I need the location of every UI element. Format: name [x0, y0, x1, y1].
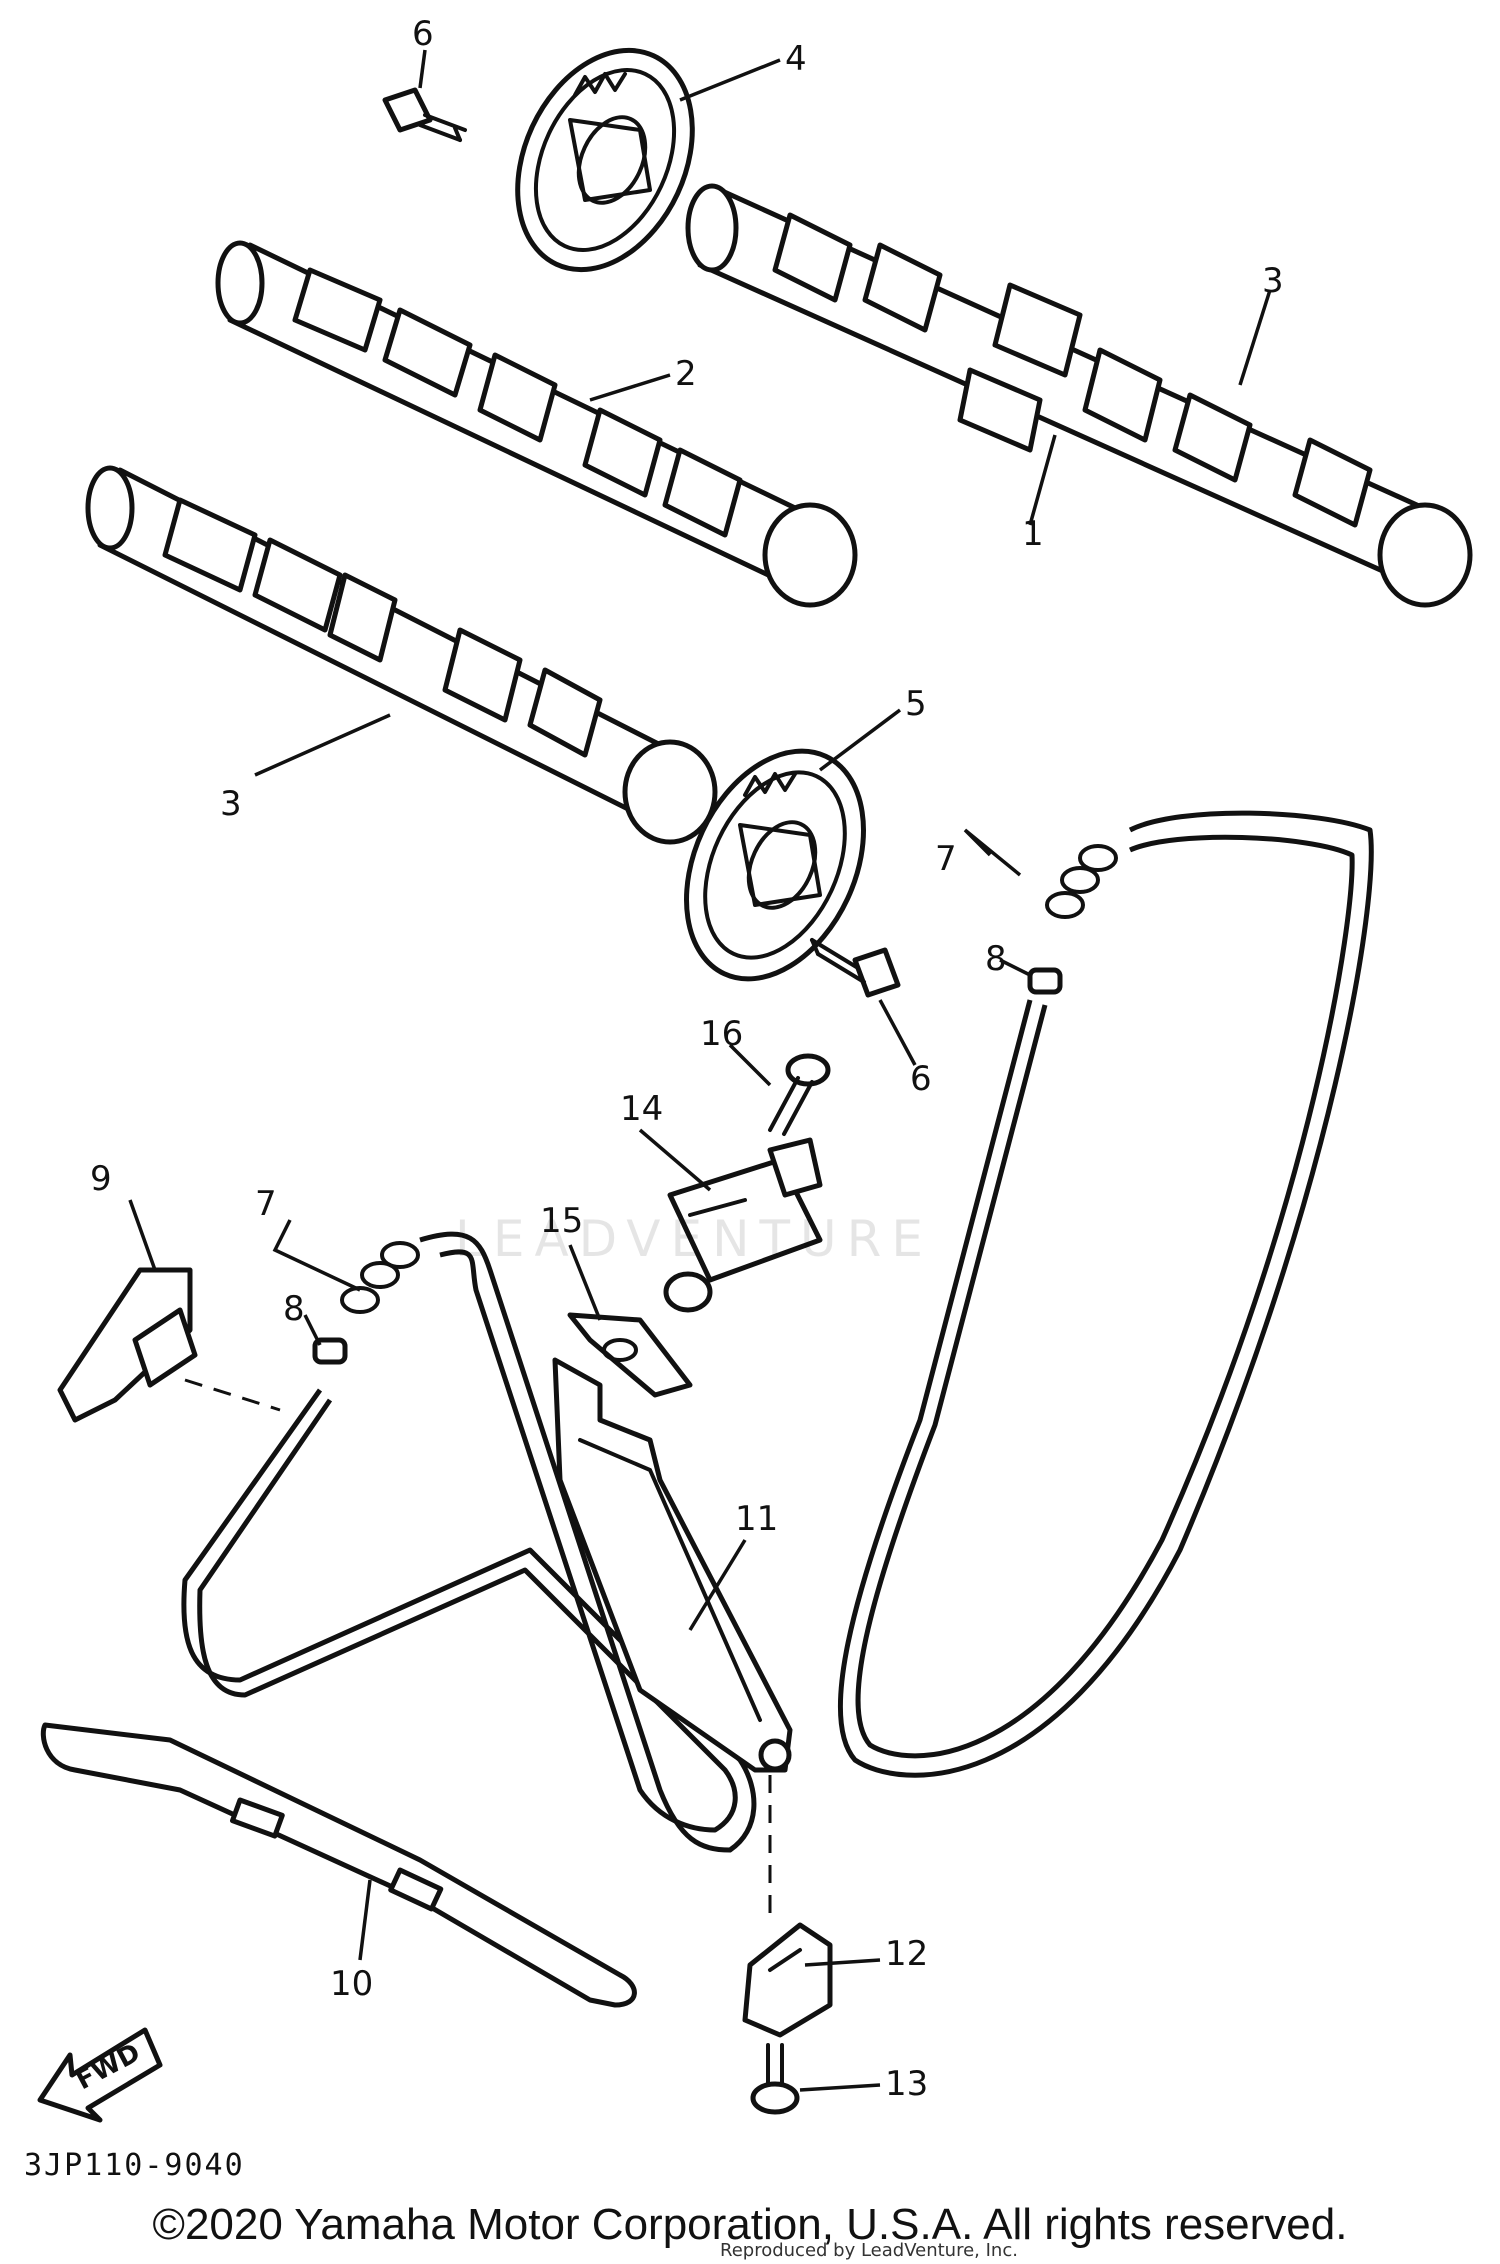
- copyright-notice: ©2020 Yamaha Motor Corporation, U.S.A. A…: [152, 2200, 1348, 2249]
- callout-3: 3: [220, 784, 242, 824]
- callout-12: 12: [885, 1934, 928, 1974]
- callout-1: 1: [1022, 514, 1044, 554]
- cam-chain-right[interactable]: [837, 810, 1374, 1778]
- guide-part-11[interactable]: [552, 1357, 793, 1773]
- leader-lines: [128, 49, 1272, 2092]
- cam-sprocket-part-4[interactable]: [484, 22, 726, 298]
- alignment-line: [184, 1378, 281, 1412]
- camshaft-part-3-lower[interactable]: [85, 465, 718, 845]
- bolt-part-16[interactable]: [768, 1053, 831, 1136]
- guide-part-9[interactable]: [57, 1267, 198, 1423]
- callout-7: 7: [935, 839, 957, 879]
- bolt-part-6-middle[interactable]: [810, 938, 901, 998]
- chain-joint-8-left: [312, 1337, 348, 1365]
- callout-6: 6: [910, 1059, 932, 1099]
- camshaft-part-1[interactable]: [685, 183, 1473, 608]
- callout-8: 8: [985, 939, 1007, 979]
- callout-14: 14: [620, 1089, 663, 1129]
- cam-sprocket-part-5[interactable]: [652, 722, 898, 1007]
- callout-13: 13: [885, 2064, 928, 2104]
- bolt-part-6-top[interactable]: [382, 87, 467, 142]
- callout-2: 2: [675, 354, 697, 394]
- bracket-part-12[interactable]: [742, 1922, 833, 2038]
- callout-9: 9: [90, 1159, 112, 1199]
- chain-joint-8-right: [1027, 967, 1063, 995]
- callout-5: 5: [905, 684, 927, 724]
- camshaft-part-2[interactable]: [215, 240, 858, 608]
- gasket-part-15[interactable]: [567, 1312, 693, 1398]
- callout-7: 7: [255, 1184, 277, 1224]
- callout-6: 6: [412, 14, 434, 54]
- chain-links-7-right: [1045, 844, 1118, 919]
- guide-part-10[interactable]: [40, 1722, 637, 2008]
- callout-8: 8: [283, 1289, 305, 1329]
- callout-3: 3: [1262, 261, 1284, 301]
- callout-4: 4: [785, 39, 807, 79]
- cam-chain-left[interactable]: [181, 1231, 757, 1853]
- drawing-code: 3JP110-9040: [24, 2148, 245, 2183]
- chain-links-7-left: [340, 1241, 420, 1314]
- reproduced-note: Reproduced by LeadVenture, Inc.: [720, 2240, 1018, 2261]
- callout-15: 15: [540, 1201, 583, 1241]
- callout-10: 10: [330, 1964, 373, 2004]
- fwd-arrow-icon: FWD: [37, 2027, 163, 2123]
- callout-11: 11: [735, 1499, 778, 1539]
- watermark: LEADVENTURE: [455, 1210, 933, 1268]
- callout-16: 16: [700, 1014, 743, 1054]
- bolt-part-13[interactable]: [750, 2043, 800, 2115]
